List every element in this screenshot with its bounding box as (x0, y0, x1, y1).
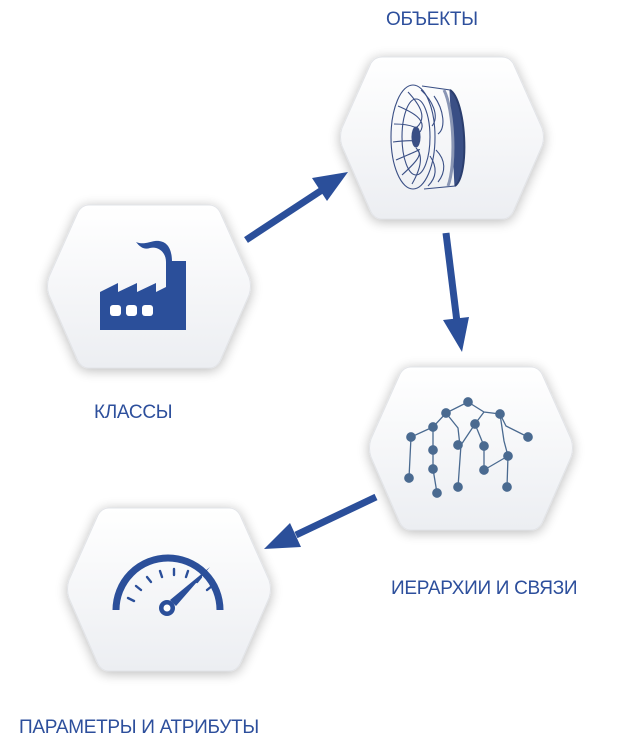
arrow-hierarchies-to-parameters (264, 493, 378, 549)
hex-objects (340, 56, 544, 220)
factory-icon (100, 240, 186, 330)
node-label-classes: КЛАССЫ (94, 402, 173, 423)
arrow-objects-to-hierarchies (442, 232, 469, 352)
node-label-parameters: ПАРАМЕТРЫ И АТРИБУТЫ (19, 717, 259, 738)
hex-hierarchies (369, 366, 573, 531)
gauge-icon (112, 554, 224, 616)
hex-parameters (67, 507, 271, 672)
node-label-objects: ОБЪЕКТЫ (386, 9, 478, 30)
tree-graph-icon (404, 397, 533, 498)
fan-wheel-icon (390, 84, 466, 190)
node-label-hierarchies: ИЕРАРХИИ И СВЯЗИ (391, 578, 578, 599)
arrow-classes-to-objects (244, 172, 348, 243)
